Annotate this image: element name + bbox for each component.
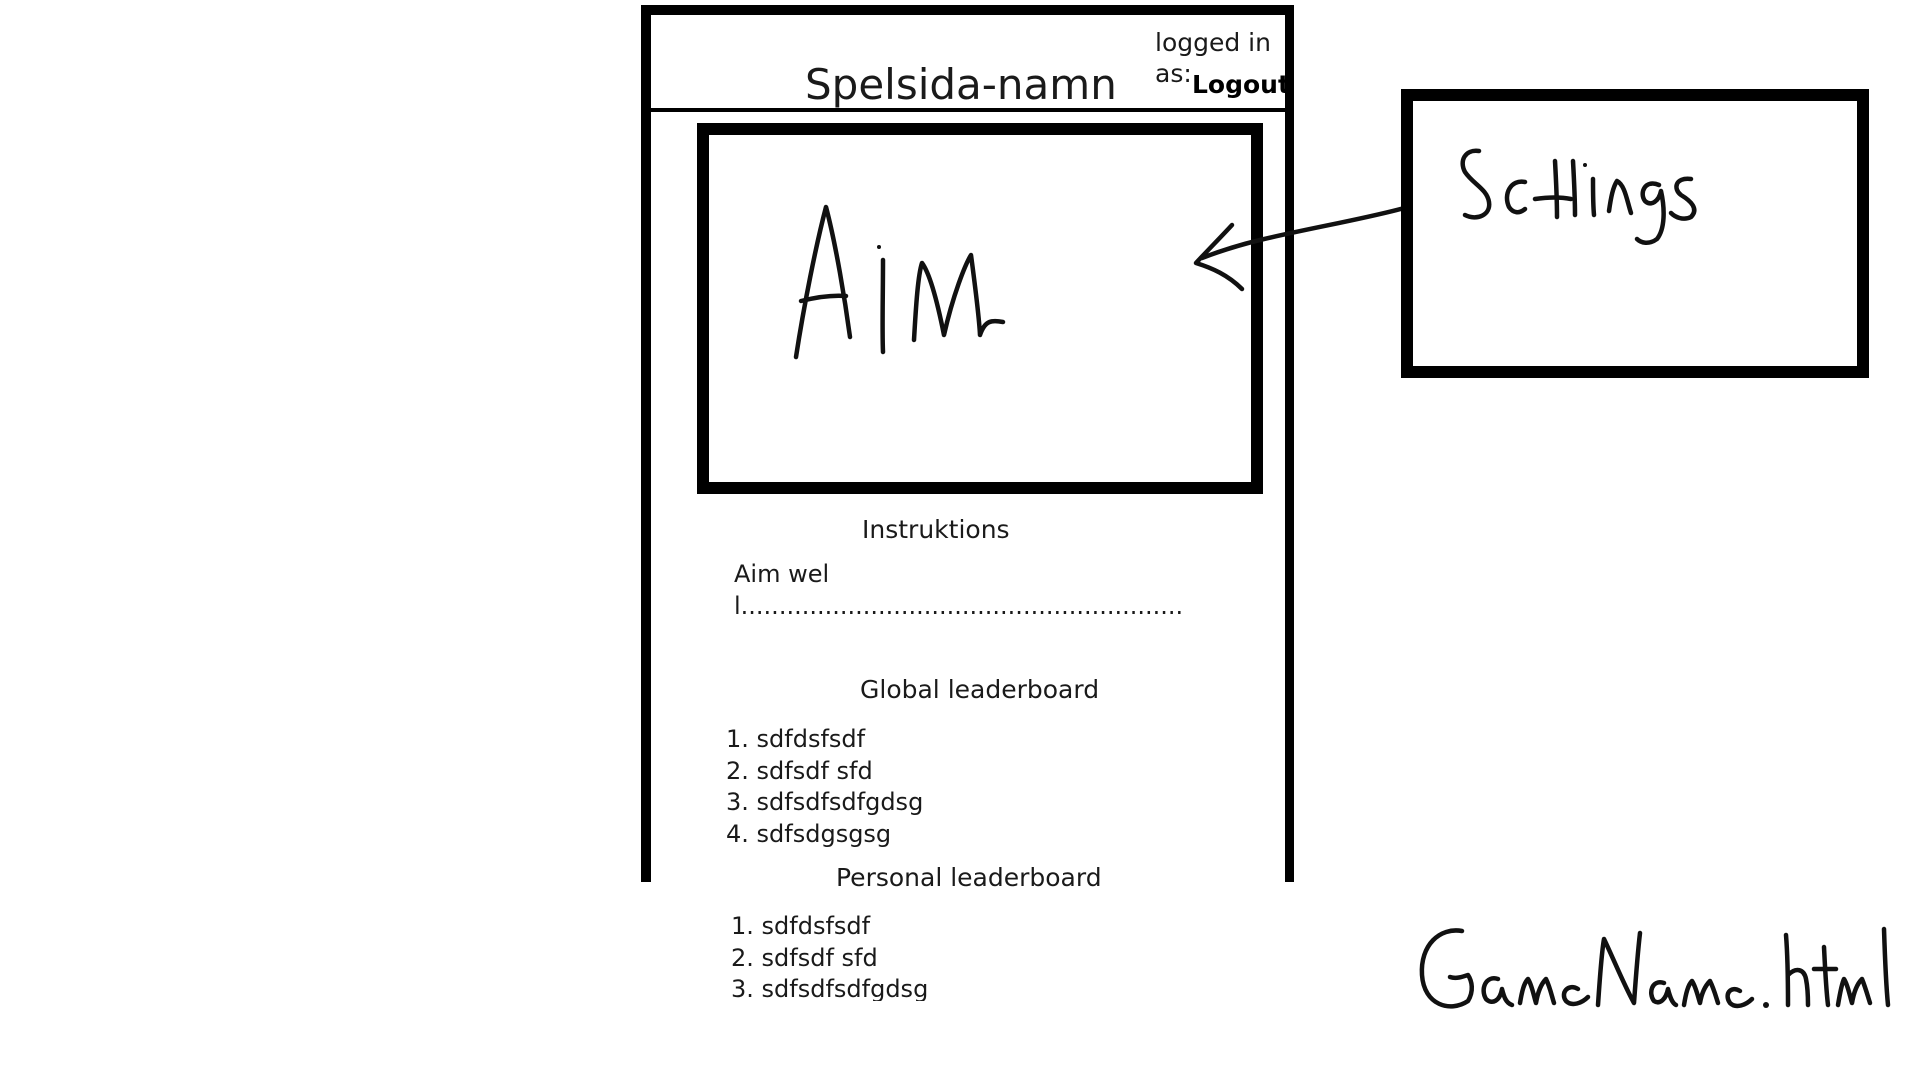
page-frame <box>641 5 1294 882</box>
game-area[interactable] <box>697 123 1263 494</box>
list-item: 1. sdfdsfsdf <box>726 725 866 753</box>
login-status-as: as: <box>1155 59 1192 88</box>
frame-left-border <box>641 5 651 882</box>
instructions-heading: Instruktions <box>862 515 1010 544</box>
logout-link[interactable]: Logout <box>1192 70 1290 99</box>
list-item: 4. sdfsdgsgsg <box>726 819 892 848</box>
frame-top-border <box>641 5 1294 15</box>
personal-leaderboard-heading: Personal leaderboard <box>836 863 1102 892</box>
instructions-text: Aim well................................… <box>734 560 1184 620</box>
global-leaderboard-heading: Global leaderboard <box>860 675 1100 704</box>
login-status-text: logged in <box>1155 28 1271 57</box>
page-title: Spelsida-namn <box>805 60 1117 109</box>
handwritten-settings-label <box>1460 148 1697 245</box>
list-item: 2. sdfsdf sfd <box>731 943 878 972</box>
list-item: 2. sdfsdf sfd <box>726 756 873 785</box>
list-item: 3. sdfsdfsdfgdsg <box>726 788 924 816</box>
arrow-icon <box>1193 204 1410 292</box>
frame-right-border <box>1285 5 1294 882</box>
list-item: 3. sdfsdfsdfgdsg <box>731 975 929 1001</box>
handwritten-filename-annotation <box>1419 926 1891 1009</box>
handwritten-aim-label <box>793 204 1006 360</box>
settings-panel[interactable] <box>1401 89 1869 378</box>
header-divider <box>651 108 1285 112</box>
list-item: 1. sdfdsfsdf <box>731 912 871 940</box>
personal-leaderboard-list: 1. sdfdsfsdf 2. sdfsdf sfd 3. sdfsdfsdfg… <box>731 911 928 1001</box>
global-leaderboard-list: 1. sdfdsfsdf 2. sdfsdf sfd 3. sdfsdfsdfg… <box>726 724 923 850</box>
